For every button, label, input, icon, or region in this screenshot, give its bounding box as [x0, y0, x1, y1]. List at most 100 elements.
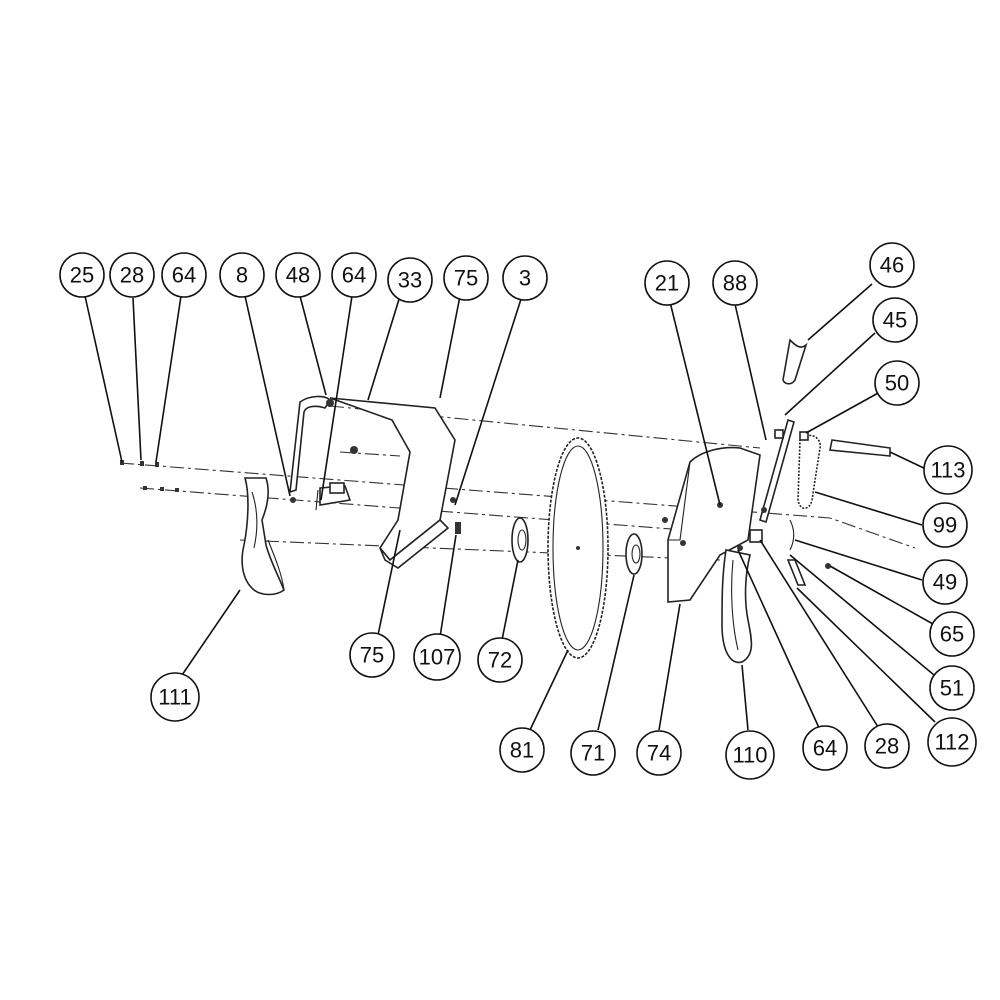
leader-lines [84, 283, 941, 731]
callout-label: 75 [360, 643, 384, 668]
outer-flange-part [625, 533, 643, 575]
callout-64: 64 [802, 725, 848, 771]
callout-107: 107 [413, 633, 461, 681]
callout-88: 88 [712, 260, 758, 306]
leader-48 [299, 295, 327, 396]
leader-45 [784, 332, 876, 416]
callout-64: 64 [161, 252, 207, 298]
callout-3: 3 [502, 255, 548, 301]
callout-label: 75 [454, 266, 478, 291]
callout-48: 48 [275, 252, 321, 298]
callout-99: 99 [922, 502, 968, 548]
callouts: 25 28 64 8 48 64 33 75 3 21 88 46 45 50 … [59, 242, 977, 780]
callout-label: 111 [158, 685, 191, 710]
callout-label: 99 [933, 513, 957, 538]
callout-46: 46 [869, 242, 915, 288]
callout-label: 110 [732, 743, 767, 768]
callout-label: 81 [510, 738, 534, 763]
callout-75: 75 [349, 632, 395, 678]
leader-28-right [759, 539, 881, 731]
callout-28: 28 [864, 723, 910, 769]
callout-label: 21 [655, 271, 679, 296]
leader-64-left [155, 295, 182, 463]
right-guard-plate-part [662, 446, 761, 603]
callout-81: 81 [499, 727, 545, 773]
callout-label: 3 [519, 266, 531, 291]
callout-label: 45 [883, 308, 907, 333]
callout-label: 33 [398, 268, 422, 293]
callout-label: 50 [885, 371, 909, 396]
leader-33 [367, 295, 401, 401]
callout-64: 64 [331, 252, 377, 298]
callout-113: 113 [923, 445, 973, 495]
callout-label: 49 [933, 570, 957, 595]
callout-28: 28 [109, 252, 155, 298]
leader-64-right [737, 549, 821, 731]
callout-label: 28 [120, 263, 144, 288]
leader-75-top [439, 295, 461, 399]
callout-label: 64 [342, 263, 366, 288]
leader-71 [597, 574, 635, 731]
leader-28-left [132, 297, 142, 461]
leader-3 [454, 295, 523, 506]
leader-81 [529, 649, 569, 731]
leader-72 [501, 559, 519, 641]
leader-50 [805, 391, 881, 434]
callout-label: 74 [647, 741, 671, 766]
callout-label: 107 [419, 645, 456, 670]
left-fasteners-part [120, 460, 461, 534]
callout-label: 112 [934, 730, 969, 755]
guard-housing-part [289, 395, 456, 569]
callout-71: 71 [570, 730, 616, 776]
leader-74 [658, 603, 681, 731]
leader-113 [889, 451, 929, 471]
callout-label: 48 [286, 263, 310, 288]
callout-label: 64 [813, 736, 837, 761]
callout-75: 75 [443, 255, 489, 301]
callout-label: 28 [875, 734, 899, 759]
leader-64-mid [320, 295, 353, 501]
leader-51 [789, 554, 941, 681]
leader-46 [807, 283, 873, 341]
left-guard-half-part [241, 477, 285, 596]
callout-label: 113 [930, 458, 965, 483]
leader-107 [439, 534, 457, 638]
callout-label: 64 [172, 263, 196, 288]
callout-65: 65 [929, 611, 975, 657]
right-guard-half-part [721, 549, 753, 664]
callout-72: 72 [477, 637, 523, 683]
callout-25: 25 [59, 252, 105, 298]
callout-111: 111 [150, 672, 200, 722]
callout-label: 8 [236, 263, 248, 288]
leader-8 [244, 295, 291, 497]
callout-label: 46 [880, 253, 904, 278]
leader-111 [179, 589, 241, 679]
callout-label: 71 [581, 741, 605, 766]
callout-112: 112 [927, 717, 977, 767]
callout-label: 72 [488, 648, 512, 673]
leader-25 [84, 295, 123, 463]
callout-110: 110 [725, 730, 775, 780]
leader-112 [796, 587, 936, 723]
callout-49: 49 [922, 559, 968, 605]
callout-50: 50 [874, 360, 920, 406]
leader-65 [829, 565, 941, 629]
leader-99 [814, 491, 923, 526]
callout-8: 8 [219, 252, 265, 298]
leader-49 [794, 539, 923, 581]
callout-45: 45 [872, 297, 918, 343]
callout-label: 25 [70, 263, 94, 288]
callout-label: 65 [940, 622, 964, 647]
saw-blade-part [547, 437, 609, 659]
callout-51: 51 [929, 665, 975, 711]
leader-110 [741, 664, 749, 731]
callout-label: 51 [940, 676, 964, 701]
callout-21: 21 [644, 260, 690, 306]
callout-74: 74 [636, 730, 682, 776]
leader-88 [734, 303, 767, 441]
lever-spring-assembly-part [717, 338, 891, 586]
callout-label: 88 [723, 271, 747, 296]
inner-flange-part [511, 517, 529, 563]
callout-33: 33 [387, 257, 433, 303]
